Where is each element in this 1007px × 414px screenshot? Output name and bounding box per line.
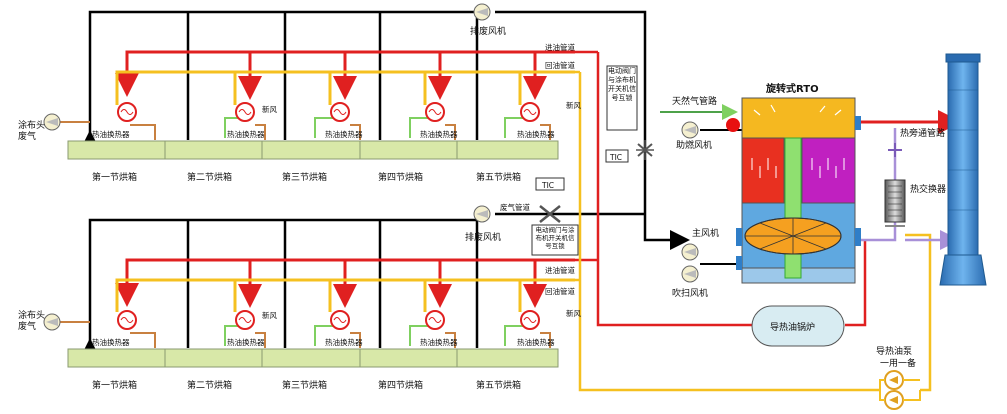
heater-icon <box>330 310 350 330</box>
fan-icon <box>473 205 491 223</box>
heater-icon <box>235 102 255 122</box>
pump-note-label: 一用一备 <box>880 357 916 369</box>
heat-exchanger-label: 热交换器 <box>910 183 946 195</box>
oven-1-label: 第一节烘箱 <box>92 171 137 183</box>
heat-oil-exchanger-label: 热油换热器 <box>420 337 458 347</box>
valve-note-bottom: 电动阀门与涂布机开关机信号互锁 <box>536 226 575 250</box>
valve-note-box <box>606 65 638 131</box>
oven-5-label: 第五节烘箱 <box>476 171 521 183</box>
burner-icon <box>726 118 740 132</box>
heater-icon <box>117 102 137 122</box>
waste-gas-pipe-label: 废气管道 <box>500 202 530 212</box>
oven-4-label: 第四节烘箱 <box>378 171 423 183</box>
boiler-label: 导热油锅炉 <box>770 321 815 333</box>
oven-3-label: 第三节烘箱 <box>282 379 327 391</box>
valve-icon <box>888 143 902 157</box>
heat-oil-exchanger-label: 热油换热器 <box>517 129 555 139</box>
oven-4-label: 第四节烘箱 <box>378 379 423 391</box>
tic-box <box>605 149 629 163</box>
heat-oil-exchanger-label: 热油换热器 <box>517 337 555 347</box>
rto-label: 旋转式RTO <box>765 82 819 95</box>
oven-2-label: 第二节烘箱 <box>187 171 232 183</box>
heat-oil-exchanger-label: 热油换热器 <box>227 129 265 139</box>
oil-pump <box>879 370 921 410</box>
heater-icon <box>425 310 445 330</box>
exhaust-fan-label-bottom: 排废风机 <box>465 231 501 243</box>
tic-label: TIC <box>541 181 554 190</box>
fan-icon <box>43 313 61 331</box>
coating-exhaust-label-bottom: 涂布头废气 <box>18 309 45 332</box>
heat-oil-exchanger-label: 热油换热器 <box>92 337 130 347</box>
heat-oil-exchanger-label: 热油换热器 <box>325 129 363 139</box>
oil-return-label-top: 回油管道 <box>545 60 575 70</box>
heat-exchanger <box>884 179 906 223</box>
oven-2-label: 第二节烘箱 <box>187 379 232 391</box>
fresh-air-label: 新风 <box>566 308 581 318</box>
fresh-air-label: 新风 <box>262 104 277 114</box>
chimney-stack <box>939 53 987 286</box>
oil-inlet-label-top: 进油管道 <box>545 42 575 52</box>
heater-icon <box>117 310 137 330</box>
coating-exhaust-label-top: 涂布头废气 <box>18 119 45 142</box>
heater-icon <box>425 102 445 122</box>
boiler <box>751 305 845 347</box>
fan-icon <box>681 121 699 139</box>
tic-label: TIC <box>609 153 622 162</box>
oven-1-label: 第一节烘箱 <box>92 379 137 391</box>
hot-bypass-label: 热旁通管路 <box>900 127 945 139</box>
top-oven-line <box>43 10 575 160</box>
exhaust-fan-label-top: 排废风机 <box>470 25 506 37</box>
oil-return-label-bottom: 回油管道 <box>545 286 575 296</box>
valve-note-top: 电动阀门与涂布机开关机信号互锁 <box>608 67 636 102</box>
heat-oil-exchanger-label: 热油换热器 <box>420 129 458 139</box>
oven-5-label: 第五节烘箱 <box>476 379 521 391</box>
fresh-air-label: 新风 <box>262 310 277 320</box>
heater-icon <box>520 102 540 122</box>
fan-icon <box>473 3 491 21</box>
fresh-air-label: 新风 <box>566 100 581 110</box>
tic-box <box>535 177 565 191</box>
heat-oil-exchanger-label: 热油换热器 <box>325 337 363 347</box>
combustion-fan-label: 助燃风机 <box>676 139 712 151</box>
rto-unit <box>726 97 861 284</box>
valve-icon <box>636 140 654 160</box>
heater-icon <box>330 102 350 122</box>
main-fan-label: 主风机 <box>692 227 719 239</box>
oven-3-label: 第三节烘箱 <box>282 171 327 183</box>
fan-icon <box>681 243 699 261</box>
heat-oil-exchanger-label: 热油换热器 <box>92 129 130 139</box>
bottom-oven-line <box>43 218 575 368</box>
fan-icon <box>681 265 699 283</box>
valve-icon <box>539 205 561 223</box>
heater-icon <box>235 310 255 330</box>
heater-icon <box>520 310 540 330</box>
fan-icon <box>43 113 61 131</box>
natural-gas-label: 天然气管路 <box>672 95 717 107</box>
purge-fan-label: 吹扫风机 <box>672 287 708 299</box>
valve-note-box <box>531 224 579 256</box>
oil-inlet-label-bottom: 进油管道 <box>545 265 575 275</box>
oil-pump-label: 导热油泵 <box>876 345 912 357</box>
heat-oil-exchanger-label: 热油换热器 <box>227 337 265 347</box>
